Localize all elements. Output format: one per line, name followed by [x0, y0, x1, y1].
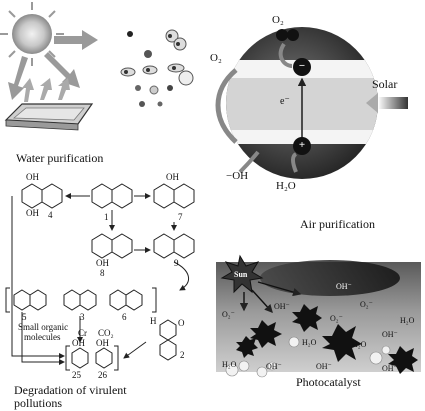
degradation-panel — [5, 183, 195, 371]
band-gap — [226, 78, 378, 130]
water-purification-panel — [0, 2, 194, 131]
species-h2o-1: H₂O — [302, 338, 317, 347]
light-ray-arrows — [8, 30, 98, 100]
water-purification-caption: Water purification — [16, 151, 104, 165]
compound-number-9: 9 — [174, 258, 179, 268]
species-oh-2: OH⁻ — [274, 302, 290, 311]
solar-label: Solar — [372, 77, 398, 91]
arrow-4-to-products — [11, 196, 65, 359]
species-oh-5: OH⁻ — [316, 362, 332, 371]
hydroxyl-label: −OH — [226, 170, 249, 182]
oh-label-4a: OH — [26, 172, 39, 182]
arrow-9-to-6 — [173, 261, 189, 291]
h-label: H — [150, 316, 157, 326]
arrow-2-to-26 — [123, 341, 147, 359]
sun-label: Sun — [234, 270, 248, 279]
oxygen-molecule-icon — [276, 29, 299, 41]
photocatalyst-panel — [216, 254, 421, 378]
species-o2-b: O₂⁻ — [330, 314, 343, 323]
evaporation-arrows — [22, 78, 70, 102]
o-label-26: OH — [96, 338, 109, 348]
small-organic-line1: Small organic — [18, 322, 69, 332]
oxidation-arrow — [238, 150, 260, 174]
hole-sphere — [293, 137, 311, 155]
compound-number-26: 26 — [98, 370, 107, 380]
photocatalyst-caption: Photocatalyst — [296, 375, 361, 389]
species-h2o-3: H₂O — [352, 340, 367, 349]
compound-3 — [63, 289, 97, 311]
water-bubbles — [225, 336, 391, 378]
compound-number-7: 7 — [178, 212, 183, 222]
arrow-5-to-products — [21, 312, 65, 365]
electron-sphere — [293, 58, 311, 76]
photon-arrows — [239, 281, 302, 314]
degradation-caption-line2: pollutions — [14, 396, 63, 410]
air-purification-panel — [215, 27, 408, 179]
compound-5 — [13, 289, 47, 311]
species-oh-6: OH⁻ — [382, 364, 398, 373]
bracket-left — [5, 287, 10, 313]
species-h2o-4: H₂O — [222, 360, 237, 369]
species-oh-4: OH⁻ — [266, 362, 282, 371]
o-label: O — [178, 318, 185, 328]
oh-label-4b: OH — [26, 208, 39, 218]
compound-number-25: 25 — [72, 370, 81, 380]
degradation-caption-line1: Degradation of virulent — [14, 383, 127, 397]
o2-top-label: O₂ — [272, 14, 284, 26]
compound-number-8: 8 — [100, 268, 105, 278]
o2-left-label: O₂ — [210, 52, 222, 64]
compound-number-6: 6 — [122, 312, 127, 322]
small-organic-line2: molecules — [24, 332, 61, 342]
compound-1 — [91, 183, 133, 209]
compound-25 — [71, 347, 89, 369]
compound-7 — [153, 183, 195, 209]
compound-number-1: 1 — [104, 212, 109, 222]
oh-label-25: OH — [72, 338, 85, 348]
sun-burst-icon — [220, 254, 264, 294]
left-curve-arrow — [215, 68, 238, 144]
cr-label: Cr — [78, 328, 87, 338]
bracket-left-2 — [65, 345, 70, 371]
oh-label-8: OH — [96, 258, 109, 268]
compound-number-2: 2 — [180, 350, 185, 360]
solar-light-arrow — [366, 93, 408, 113]
electron-sign: − — [298, 60, 306, 72]
bracket-right-2 — [114, 345, 119, 371]
compound-2 — [159, 319, 177, 361]
pollutant-molecules — [120, 29, 194, 107]
compound-number-3: 3 — [80, 312, 85, 322]
bracket-right — [152, 287, 157, 313]
species-o2-c: O₂⁻ — [360, 300, 373, 309]
dark-cloud — [260, 260, 400, 296]
species-o2-a: O₂⁻ — [222, 310, 235, 319]
air-purification-caption: Air purification — [300, 217, 375, 231]
species-oh-3: OH⁻ — [382, 330, 398, 339]
reduction-arrow — [278, 42, 293, 68]
sun-icon — [0, 2, 64, 66]
water-arrow — [291, 152, 298, 173]
compound-4 — [21, 183, 63, 209]
compound-number-5: 5 — [22, 312, 27, 322]
electron-label: e⁻ — [280, 96, 290, 107]
species-oh-1: OH⁻ — [336, 282, 352, 291]
water-label: H₂O — [276, 180, 296, 192]
compound-6 — [109, 289, 143, 311]
co2-label: CO₂ — [98, 328, 114, 338]
compound-26 — [95, 347, 113, 369]
oh-label-7: OH — [166, 172, 179, 182]
species-h2o-2: H₂O — [400, 316, 415, 325]
compound-9 — [153, 233, 195, 259]
compound-8 — [91, 233, 133, 259]
catalyst-particles — [236, 304, 418, 374]
compound-number-4: 4 — [48, 210, 53, 220]
water-tray — [4, 103, 94, 131]
hole-sign: + — [298, 139, 306, 151]
